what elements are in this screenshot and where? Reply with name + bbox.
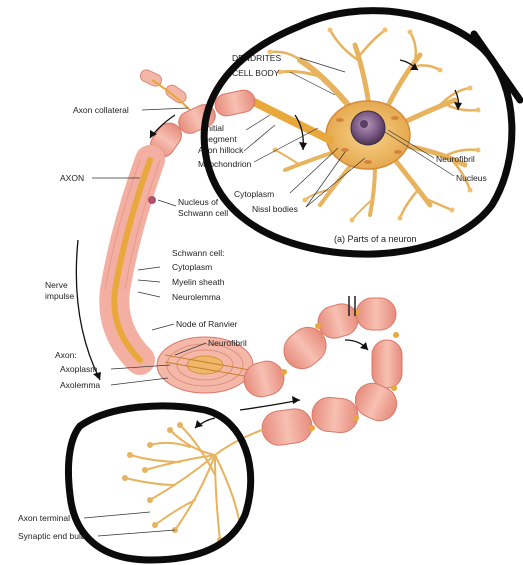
label-axon: AXON — [60, 173, 84, 183]
label-schwann-cell: Schwann cell: — [172, 248, 224, 258]
label-initial-segment-2: segment — [204, 134, 237, 144]
label-nerve-impulse-1: Nerve — [45, 280, 68, 290]
nucleus — [350, 110, 386, 146]
label-neurofibril-axon: Neurofibril — [208, 338, 247, 348]
label-schwann-cytoplasm: Cytoplasm — [172, 262, 212, 272]
label-neurofibril-top: Neurofibril — [436, 154, 475, 164]
initial-segment — [246, 96, 334, 144]
marker-tail-stroke — [470, 30, 523, 104]
label-nucleus-schwann-2: Schwann cell — [178, 208, 228, 218]
axon-main — [99, 145, 165, 375]
label-group: DENDRITES CELL BODY Axon collateral Init… — [18, 53, 487, 541]
label-cell-body: CELL BODY — [232, 68, 280, 78]
marker-circle-cell-body — [200, 7, 516, 258]
axon-terminal-branches — [124, 424, 263, 541]
label-nucleus-schwann-1: Nucleus of — [178, 197, 219, 207]
label-nissl-bodies: Nissl bodies — [252, 204, 298, 214]
label-cytoplasm: Cytoplasm — [234, 189, 274, 199]
axon-break-marks — [348, 296, 356, 316]
axon-segments-lower — [243, 297, 403, 446]
leader-lines — [83, 57, 455, 537]
label-caption: (a) Parts of a neuron — [334, 234, 417, 244]
dendrite-tips — [267, 27, 481, 223]
label-axon-heading: Axon: — [55, 350, 77, 360]
dendrites — [268, 28, 480, 221]
label-axon-terminal: Axon terminal — [18, 513, 70, 523]
label-node-of-ranvier: Node of Ranvier — [176, 319, 238, 329]
label-axon-collateral: Axon collateral — [73, 105, 129, 115]
arrowheads — [93, 63, 462, 428]
label-initial-segment-1: Initial — [204, 123, 224, 133]
label-myelin-sheath: Myelin sheath — [172, 277, 225, 287]
label-mitochondrion: Mitochondrion — [198, 159, 252, 169]
label-synaptic-end-bulb: Synaptic end bulb — [18, 531, 86, 541]
label-axoplasm: Axoplasm — [60, 364, 97, 374]
myelin-cutaway — [156, 336, 254, 394]
axon-collateral — [139, 69, 191, 111]
nissl-bodies — [336, 116, 402, 164]
label-neurolemma: Neurolemma — [172, 292, 221, 302]
label-dendrites: DENDRITES — [232, 53, 281, 63]
label-nerve-impulse-2: impulse — [45, 291, 75, 301]
label-axolemma: Axolemma — [60, 380, 100, 390]
label-axon-hillock: Axon hillock — [198, 145, 244, 155]
nucleolus — [360, 120, 368, 128]
marker-circle-axon-terminal — [64, 402, 255, 564]
label-nucleus: Nucleus — [456, 173, 487, 183]
